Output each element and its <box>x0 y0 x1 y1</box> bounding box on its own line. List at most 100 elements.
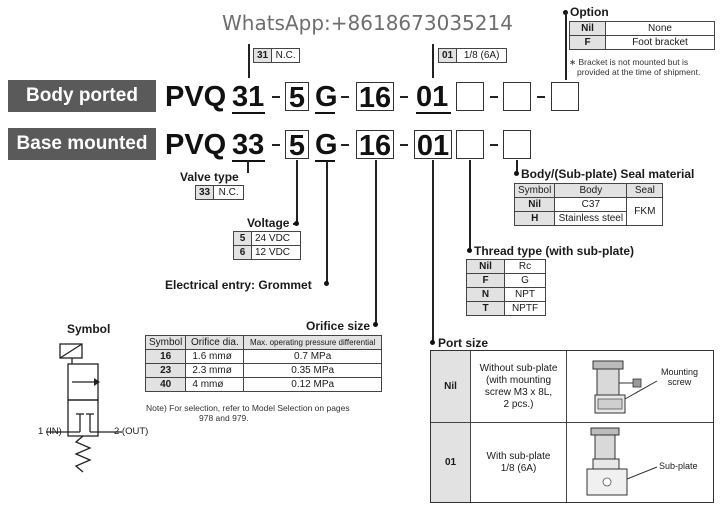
seal-value: FKM <box>626 197 664 226</box>
port-size-desc-line: screw M3 x 8L, <box>484 386 553 398</box>
sub-plate-callout: Sub-plate <box>659 461 698 471</box>
empty-code-box <box>456 82 484 111</box>
separator <box>490 144 498 146</box>
orifice-table: Symbol Orifice dia. Max. operating press… <box>144 335 382 392</box>
leader-line <box>432 160 434 342</box>
voltage-bullet <box>294 221 299 226</box>
mounting-screw-callout: Mounting screw <box>661 367 698 387</box>
leader-line <box>432 44 434 78</box>
seal-body: Stainless steel <box>554 211 628 226</box>
orifice-code: 40 <box>144 377 187 392</box>
separator <box>341 96 349 98</box>
thread-desc: NPTF <box>504 301 546 316</box>
separator <box>490 96 498 98</box>
valve-image-cell: Mounting screw <box>567 351 713 423</box>
seal-header: Seal <box>626 183 664 198</box>
valve-type-desc: N.C. <box>213 185 245 200</box>
option-code: F <box>569 35 606 50</box>
series-code: 33 <box>232 129 265 161</box>
separator <box>400 144 408 146</box>
port-legend-code: 01 <box>437 48 458 63</box>
orifice-pressure: 0.12 MPa <box>243 377 382 392</box>
leader-line <box>247 161 249 173</box>
separator <box>537 96 545 98</box>
port-size-desc: With sub-plate 1/8 (6A) <box>471 423 567 502</box>
thread-title: Thread type (with sub-plate) <box>474 244 635 258</box>
orifice-header: Orifice dia. <box>185 335 245 350</box>
seal-code: H <box>513 211 556 226</box>
separator <box>400 96 408 98</box>
port-size-desc-line: Without sub-plate <box>479 362 558 374</box>
valve-type-title: Valve type <box>180 170 239 184</box>
seal-table: Symbol Body Seal Nil C37 FKM H Stainless… <box>513 183 664 226</box>
entry-bullet <box>324 281 329 286</box>
orifice-dia: 2.3 mmø <box>185 363 245 378</box>
port-size-desc-line: With sub-plate <box>486 450 551 462</box>
base-mounted-label: Base mounted <box>8 128 156 160</box>
entry-code: G <box>315 81 338 113</box>
thread-code: Nil <box>466 259 505 274</box>
series-code: 31 <box>232 81 265 113</box>
leader-line <box>248 44 250 78</box>
valve-type-table: 33 N.C. <box>194 185 245 200</box>
callout-line: Mounting <box>661 367 699 377</box>
leader-line <box>375 160 377 324</box>
option-code: Nil <box>569 21 606 36</box>
voltage-code: 5 <box>233 231 252 246</box>
separator <box>272 96 280 98</box>
leader-line <box>565 12 567 80</box>
voltage-code-box: 5 <box>285 82 309 113</box>
orifice-title: Orifice size <box>306 319 371 333</box>
leader-line <box>326 161 328 283</box>
orifice-code: 16 <box>144 349 187 364</box>
valve-image-cell: Sub-plate <box>567 423 713 502</box>
seal-code-box <box>503 130 531 159</box>
watermark-text: WhatsApp:+8618673035214 <box>222 11 513 35</box>
voltage-code: 6 <box>233 245 252 260</box>
port-size-code: 01 <box>431 423 471 502</box>
port-size-desc: Without sub-plate (with mounting screw M… <box>471 351 567 423</box>
port-out-label: 2 (OUT) <box>114 426 149 437</box>
option-desc: None <box>605 21 715 36</box>
seal-header: Body <box>554 183 628 198</box>
orifice-code: 23 <box>144 363 187 378</box>
separator <box>341 144 349 146</box>
electrical-entry-title: Electrical entry: Grommet <box>165 278 312 292</box>
port-size-title: Port size <box>438 336 489 350</box>
voltage-desc: 12 VDC <box>251 245 301 260</box>
port-size-code: Nil <box>431 351 471 423</box>
port-in-label: 1 (IN) <box>38 426 62 437</box>
series-legend: 31 N.C. <box>252 48 301 63</box>
seal-body: C37 <box>554 197 628 212</box>
option-note-2: provided at the time of shipment. <box>577 67 701 77</box>
thread-code-box <box>456 130 484 159</box>
symbol-title: Symbol <box>67 322 111 336</box>
entry-code: G <box>315 129 338 161</box>
underline <box>232 160 265 162</box>
voltage-title: Voltage <box>247 216 290 230</box>
port-code: 01 <box>416 81 449 113</box>
orifice-header: Symbol <box>144 335 187 350</box>
port-code-box: 01 <box>414 130 452 161</box>
thread-code: T <box>466 301 505 316</box>
separator <box>272 144 280 146</box>
port-legend-desc: 1/8 (6A) <box>456 48 508 63</box>
option-desc: Foot bracket <box>605 35 715 50</box>
underline <box>315 112 335 114</box>
valve-symbol-diagram <box>46 343 122 473</box>
thread-bullet <box>467 248 472 253</box>
empty-code-box <box>503 82 531 111</box>
leader-line <box>296 160 298 224</box>
underline <box>232 112 265 114</box>
orifice-dia: 1.6 mmø <box>185 349 245 364</box>
underline <box>315 160 335 162</box>
thread-desc: NPT <box>504 287 546 302</box>
seal-bullet <box>514 171 519 176</box>
valve-with-subplate-image <box>586 427 658 496</box>
port-size-desc-line: (with mounting <box>485 374 552 386</box>
seal-header: Symbol <box>513 183 556 198</box>
orifice-header: Max. operating pressure differential <box>243 335 382 350</box>
